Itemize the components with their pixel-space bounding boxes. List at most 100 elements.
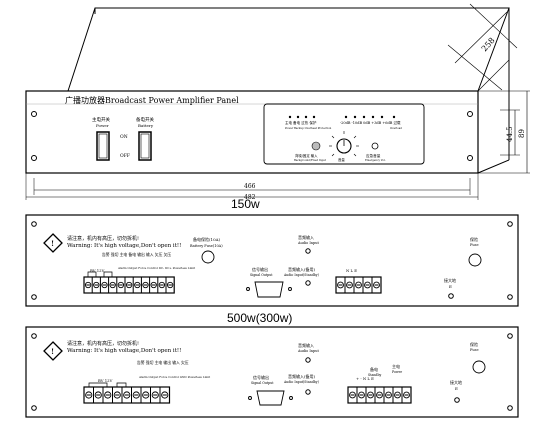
rear-150w-audio-standby-jack[interactable]	[305, 280, 311, 286]
rear-500w-standby-en: Standby	[368, 373, 381, 377]
rear-500w-fuse-holder[interactable]	[472, 360, 486, 374]
terminal-jumper	[87, 271, 97, 277]
svg-text:!: !	[51, 239, 54, 248]
terminal-jumper	[103, 271, 113, 277]
rear-500w-holes	[31, 333, 513, 411]
power-switch-rocker	[98, 133, 108, 159]
rear-150w-ground-sym: E	[449, 284, 452, 289]
battery-switch-sub: Battery	[138, 123, 154, 128]
rear-500w-fuse-en: Fuse	[470, 348, 479, 352]
rear-500w-main-en: Power	[392, 370, 403, 374]
emergency-volume-knob[interactable]	[371, 142, 379, 150]
rear-500w-db9-connector[interactable]	[248, 390, 293, 406]
led-group-status-sub: Power Backup Overheat Protection	[285, 126, 332, 130]
led-group-status	[288, 115, 316, 119]
rear-150w-ground-terminal[interactable]	[448, 293, 454, 299]
rear-150w-term-labels: 告警 强切 主电 备电 输出 输入 欠压 欠压	[102, 252, 171, 257]
rear-150w-audio-input: 音频输入	[298, 234, 314, 240]
power-switch-label: 主电开关	[92, 116, 110, 123]
rear-500w-audio-input-en: Audio Input	[297, 349, 319, 353]
rear-150w-signal-output-en: Signal Output	[250, 273, 273, 277]
rear-150w-fuse-holder[interactable]	[468, 253, 482, 267]
rear-500w-audio-input: 音频输入	[298, 342, 314, 348]
warning-icon-2: !	[43, 341, 63, 361]
rear-500w-warning-cn: 请注意，机内有高压，切勿拆机!	[67, 340, 139, 347]
rear-500w-signal-output: 信号输出	[253, 374, 269, 380]
rear-panel-500w	[25, 326, 519, 418]
led-group-status-label: 主电 备电 过热 保护	[285, 120, 317, 125]
front-panel-title: 广播功放器Broadcast Power Amplifier Panel	[65, 95, 239, 105]
rear-500w-title: 500w(300w)	[227, 311, 292, 325]
battery-switch-rocker	[140, 133, 150, 159]
power-switch-sub: Power	[96, 123, 109, 128]
rear-panel-150w	[25, 214, 519, 307]
dim-depth: 258	[480, 36, 497, 53]
rear-500w-term-labels: 告警 强切 主电 输出 输入 欠压	[137, 360, 189, 365]
emergency-volume-sub: Emergency Vol.	[365, 158, 386, 162]
rear-150w-signal-output: 信号输出	[252, 266, 268, 272]
off-label: OFF	[120, 153, 130, 159]
rear-150w-term-sub: Alarm Output Force Control DC- DC+ Power…	[117, 266, 196, 270]
rear-500w-audio-standby: 音频输入(备用)	[288, 373, 316, 379]
rear-150w-ground: 接大地	[444, 277, 456, 283]
front-panel-drawing	[25, 3, 530, 200]
background-input-knob[interactable]	[311, 141, 321, 151]
battery-switch[interactable]	[138, 131, 152, 161]
battery-switch-label: 备电开关	[136, 116, 154, 123]
rear-150w-warning-en: Warning: It's high voltage,Don't open it…	[67, 243, 181, 249]
dim-width-inner: 466	[244, 183, 256, 190]
rear-150w-title: 150w	[231, 197, 260, 211]
warning-icon: !	[43, 233, 63, 253]
on-label: ON	[120, 134, 128, 140]
rear-500w-term-sub: Alarm Output Force Control GND Powerless…	[138, 375, 211, 379]
rear-500w-ground-sym: E	[455, 386, 458, 391]
dim-height-outer: 89	[518, 129, 526, 138]
led-group-level	[344, 115, 396, 119]
rear-150w-audio-standby-en: Audio Input(Standby)	[283, 273, 319, 277]
background-input-label: 背噪/固定 输入	[295, 153, 318, 158]
rear-500w-main-label: 主电	[392, 363, 400, 369]
terminal-jumper	[116, 382, 127, 387]
rear-150w-fuse-en: Fuse	[470, 243, 479, 247]
dim-height-inner: 44.5	[506, 126, 514, 142]
rear-150w-audio-input-en: Audio Input	[297, 241, 319, 245]
control-box	[263, 103, 425, 165]
led-group-level-sub: Overload	[390, 126, 402, 130]
battery-fuse-label: 备电保险(10A)	[193, 236, 221, 242]
rear-150w-fuse-label: 保险	[470, 236, 478, 242]
rear-500w-audio-input-jack[interactable]	[305, 357, 311, 363]
rear-500w-power-terminal[interactable]	[347, 386, 412, 404]
rear-150w-holes	[31, 221, 513, 300]
terminal-jumper	[88, 382, 108, 387]
rear-500w-ground-terminal[interactable]	[454, 397, 460, 403]
power-switch[interactable]	[96, 131, 110, 161]
volume-label: 音量	[338, 157, 345, 162]
battery-fuse-holder[interactable]	[201, 250, 215, 264]
rear-150w-power-terminal[interactable]	[335, 276, 382, 294]
rear-150w-db9-connector[interactable]	[246, 281, 292, 298]
rear-150w-audio-input-jack[interactable]	[305, 248, 311, 254]
dim-width-outer: 482	[244, 194, 256, 201]
volume-knob[interactable]	[329, 131, 359, 157]
rear-500w-ground: 接大地	[450, 379, 462, 385]
rear-150w-power-labels: N L E	[346, 268, 357, 273]
rear-150w-terminal-block[interactable]	[83, 271, 175, 294]
led-group-level-label: -20dB -10dB 0dB +3dB +6dB 过载	[340, 120, 401, 125]
rear-500w-warning-en: Warning: It's high voltage,Don't open it…	[67, 348, 181, 354]
emergency-volume-label: 应急音量	[366, 153, 381, 158]
rear-500w-audio-standby-jack[interactable]	[305, 389, 311, 395]
rear-500w-power-labels: + - N L E	[356, 376, 374, 381]
rear-500w-signal-output-en: Signal Output	[251, 381, 274, 385]
rear-150w-audio-standby: 音频输入(备用)	[288, 266, 316, 272]
rear-500w-terminal-block[interactable]	[83, 382, 171, 404]
svg-text:!: !	[51, 347, 54, 356]
background-input-sub: Background/Fixed Input	[294, 158, 327, 162]
rear-500w-fuse-label: 保险	[470, 341, 478, 347]
rear-500w-audio-standby-en: Audio Input(Standby)	[283, 380, 319, 384]
rear-500w-standby-label: 备电	[370, 366, 378, 372]
rear-150w-term-volts: BV 12V	[90, 268, 105, 273]
rear-150w-warning-cn: 请注意，机内有高压，切勿拆机!	[67, 235, 139, 242]
battery-fuse-sub: Battery Fuse(10A)	[190, 244, 223, 248]
rear-500w-term-volts: BV 12V	[98, 378, 113, 383]
